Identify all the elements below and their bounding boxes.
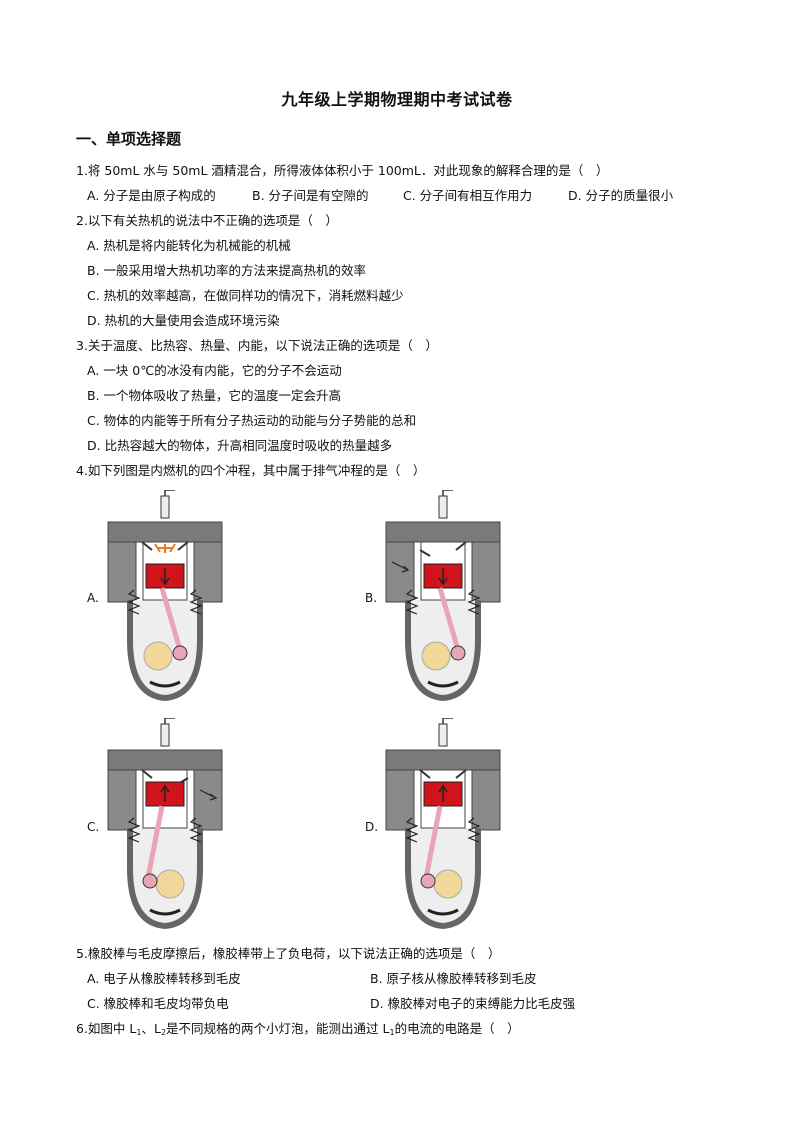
figure-label-a: A. <box>87 591 99 605</box>
exhaust-arrow-icon <box>199 789 218 801</box>
question-3-option-d: D. 比热容越大的物体，升高相同温度时吸收的热量越多 <box>87 438 393 453</box>
valve-springs <box>405 589 481 615</box>
question-1-stem: 1.将 50mL 水与 50mL 酒精混合，所得液体体积小于 100mL．对此现… <box>76 163 609 178</box>
rotation-arrow-icon <box>427 680 459 688</box>
question-3-option-a: A. 一块 0℃的冰没有内能，它的分子不会运动 <box>87 363 342 378</box>
crank-disc <box>433 869 463 899</box>
question-2-option-c: C. 热机的效率越高，在做同样功的情况下，消耗燃料越少 <box>87 288 404 303</box>
q6-sub-1: 1 <box>136 1028 142 1037</box>
engine-diagram-d <box>385 718 501 930</box>
connecting-rod <box>423 805 443 879</box>
spark-plug-icon <box>160 718 175 747</box>
crank-pin <box>420 873 436 889</box>
connecting-rod <box>159 587 183 651</box>
figure-label-b: B. <box>365 591 378 605</box>
q6-text-3: 是不同规格的两个小灯泡，能测出通过 L <box>166 1021 390 1036</box>
question-5-option-d: D. 橡胶棒对电子的束缚能力比毛皮强 <box>370 996 576 1011</box>
connecting-rod <box>145 805 165 879</box>
engine-diagram-c <box>107 718 223 930</box>
question-6-stem: 6.如图中 L1、L2是不同规格的两个小灯泡，能测出通过 L1的电流的电路是（ … <box>76 1021 520 1041</box>
crank-disc <box>143 641 173 671</box>
q6-text-1: 6.如图中 L <box>76 1021 137 1036</box>
question-2-stem: 2.以下有关热机的说法中不正确的选项是（ ） <box>76 213 338 228</box>
down-arrow-icon <box>160 568 170 586</box>
crank-pin <box>172 645 188 661</box>
up-arrow-icon <box>438 784 448 802</box>
figure-label-c: C. <box>87 820 100 834</box>
spark-icon <box>154 543 176 553</box>
question-3-option-c: C. 物体的内能等于所有分子热运动的动能与分子势能的总和 <box>87 413 417 428</box>
spark-plug-icon <box>438 718 453 747</box>
crank-disc <box>421 641 451 671</box>
question-3-stem: 3.关于温度、比热容、热量、内能，以下说法正确的选项是（ ） <box>76 338 438 353</box>
spark-plug-icon <box>438 490 453 519</box>
up-arrow-icon <box>160 784 170 802</box>
spark-plug-icon <box>160 490 175 519</box>
question-2-option-b: B. 一般采用增大热机功率的方法来提高热机的效率 <box>87 263 367 278</box>
question-5-option-c: C. 橡胶棒和毛皮均带负电 <box>87 996 229 1011</box>
question-1-option-a: A. 分子是由原子构成的 <box>87 188 216 203</box>
q6-sub-2: 2 <box>160 1028 167 1037</box>
q6-sub-3: 1 <box>389 1028 395 1037</box>
intake-arrow-icon <box>391 561 410 573</box>
q6-text-4: 的电流的电路是（ ） <box>394 1021 520 1036</box>
question-4-stem: 4.如下列图是内燃机的四个冲程，其中属于排气冲程的是（ ） <box>76 463 426 478</box>
question-2-option-a: A. 热机是将内能转化为机械能的机械 <box>87 238 291 253</box>
crank-disc <box>155 869 185 899</box>
section-heading: 一、单项选择题 <box>76 130 182 148</box>
question-5-option-a: A. 电子从橡胶棒转移到毛皮 <box>87 971 241 986</box>
rotation-arrow-icon <box>149 908 181 916</box>
connecting-rod <box>437 587 461 651</box>
valves <box>419 541 467 557</box>
engine-diagram-a <box>107 490 223 702</box>
q6-text-2: 、L <box>141 1021 161 1036</box>
question-3-option-b: B. 一个物体吸收了热量，它的温度一定会升高 <box>87 388 342 403</box>
engine-diagram-b <box>385 490 501 702</box>
valve-springs <box>405 817 481 843</box>
down-arrow-icon <box>438 568 448 586</box>
crank-pin <box>142 873 158 889</box>
valves <box>419 769 467 779</box>
question-5-option-b: B. 原子核从橡胶棒转移到毛皮 <box>370 971 537 986</box>
valve-springs <box>127 589 203 615</box>
valves <box>141 541 189 551</box>
crank-pin <box>450 645 466 661</box>
question-2-option-d: D. 热机的大量使用会造成环境污染 <box>87 313 280 328</box>
figure-label-d: D. <box>365 820 379 834</box>
question-1-option-b: B. 分子间是有空隙的 <box>252 188 369 203</box>
valve-springs <box>127 817 203 843</box>
rotation-arrow-icon <box>149 680 181 688</box>
question-1-option-d: D. 分子的质量很小 <box>568 188 674 203</box>
page-title: 九年级上学期物理期中考试试卷 <box>281 90 513 109</box>
question-5-stem: 5.橡胶棒与毛皮摩擦后，橡胶棒带上了负电荷，以下说法正确的选项是（ ） <box>76 946 501 961</box>
question-1-option-c: C. 分子间有相互作用力 <box>403 188 533 203</box>
rotation-arrow-icon <box>427 908 459 916</box>
